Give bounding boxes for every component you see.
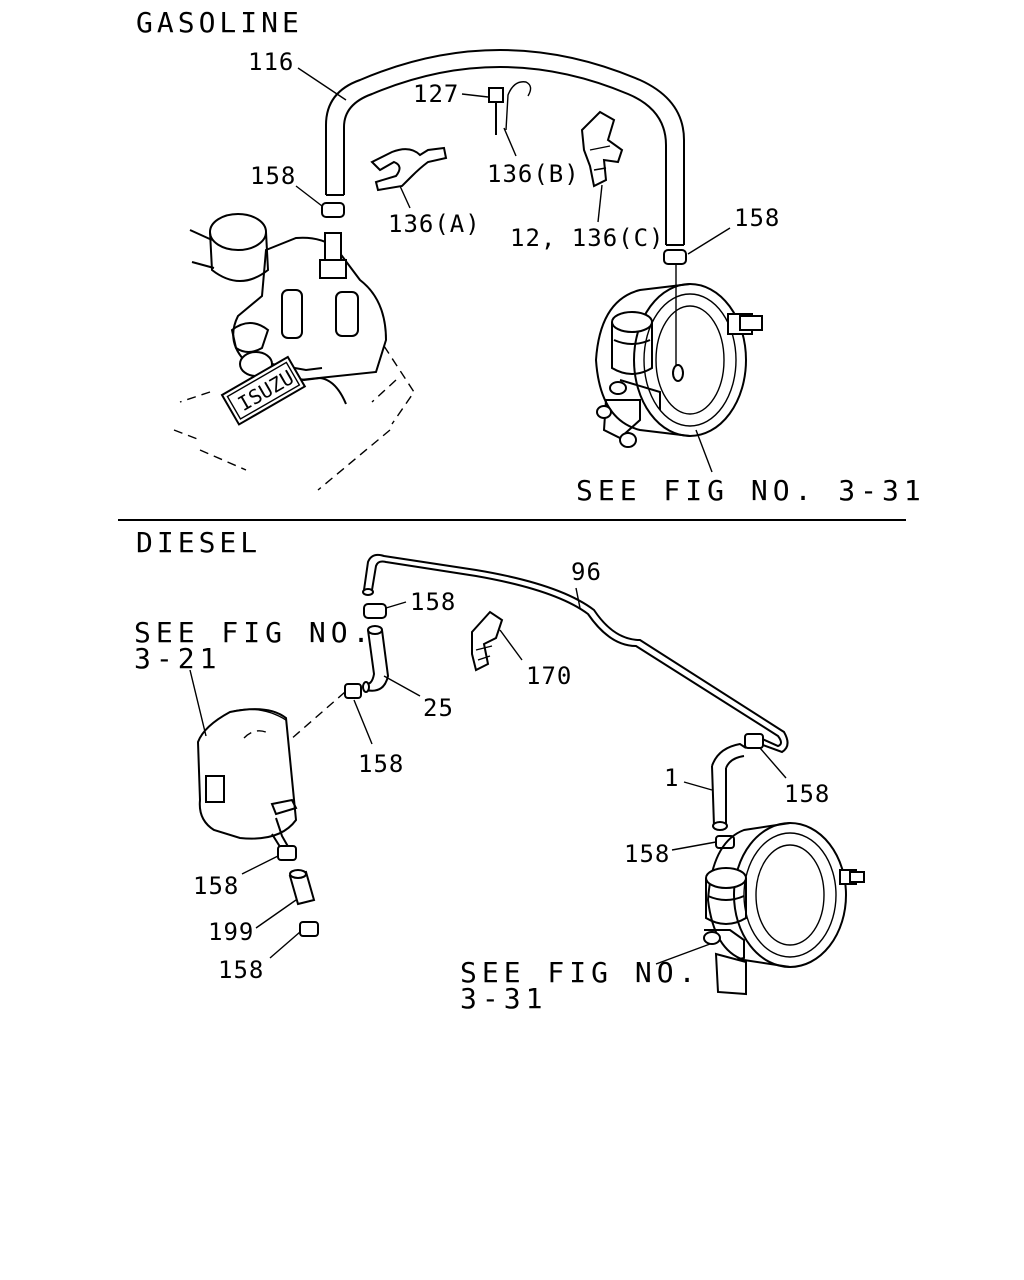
label-158-right: 158 (734, 204, 780, 232)
label-96: 96 (571, 558, 602, 586)
see-fig-left-line2: 3-21 (134, 642, 221, 675)
leader-96 (575, 587, 581, 609)
see-fig-left-line1: SEE FIG NO. (134, 616, 374, 649)
leader-see-fig-3-31-diesel (655, 943, 711, 965)
hose-116 (325, 49, 685, 246)
leader-158-lower1 (241, 855, 279, 875)
label-158-lower1: 158 (193, 872, 239, 900)
section-title-diesel: DIESEL (136, 526, 261, 559)
clip-136c (580, 110, 624, 188)
clamp-158-lower2 (299, 921, 319, 937)
leader-see-fig-3-21 (189, 669, 207, 737)
hose-199 (288, 869, 316, 906)
clip-170 (471, 610, 504, 672)
leader-158-left (295, 185, 323, 207)
clamp-158-left (321, 202, 345, 218)
label-136b: 136(B) (487, 160, 580, 188)
label-158-lower2: 158 (218, 956, 264, 984)
label-158-left: 158 (250, 162, 296, 190)
leader-158-right (687, 227, 731, 255)
label-12-136c: 12, 136(C) (510, 224, 665, 252)
clamp-158-diesel-right (744, 733, 764, 749)
see-fig-right-line1: SEE FIG NO. (460, 956, 700, 989)
leader-158-lower2 (269, 931, 301, 959)
engine-manifold (173, 213, 415, 491)
see-fig-right-line2: 3-31 (460, 982, 547, 1015)
clamp-158-top (363, 603, 387, 619)
label-199: 199 (208, 918, 254, 946)
label-116: 116 (248, 48, 294, 76)
see-fig-gasoline: SEE FIG NO. 3-31 (576, 474, 926, 507)
label-158-top: 158 (410, 588, 456, 616)
leader-1 (683, 781, 713, 791)
leader-199 (255, 899, 297, 929)
hose-25 (362, 625, 390, 693)
bolt-127 (488, 81, 532, 135)
hose-1 (711, 742, 747, 831)
label-127: 127 (413, 80, 459, 108)
leader-158-diesel-right (759, 747, 787, 779)
brake-booster-gasoline (594, 265, 763, 448)
leader-136b (503, 127, 517, 157)
leader-136c (597, 184, 603, 223)
pipe-96 (362, 553, 789, 754)
vacuum-reservoir (196, 708, 298, 851)
label-158-diesel-right: 158 (784, 780, 830, 808)
section-title-gasoline: GASOLINE (136, 6, 303, 39)
leader-116 (297, 67, 347, 101)
leader-158-mid (353, 699, 373, 745)
label-158-mid: 158 (358, 750, 404, 778)
brake-booster-diesel (703, 822, 865, 996)
leader-158-top (385, 601, 407, 609)
leader-170 (499, 629, 523, 661)
label-136a: 136(A) (388, 210, 481, 238)
leader-136a (399, 185, 411, 209)
clip-136a (370, 146, 448, 192)
label-1: 1 (664, 764, 679, 792)
leader-158-booster (671, 841, 717, 851)
leader-see-fig-gas (695, 429, 713, 473)
clamp-158-mid (344, 683, 362, 699)
clamp-158-right (663, 249, 687, 265)
leader-127 (461, 93, 489, 98)
label-170: 170 (526, 662, 572, 690)
isuzu-logo-plate: ISUZU (220, 355, 307, 426)
label-25: 25 (423, 694, 454, 722)
connection-line-diesel (289, 691, 346, 741)
clamp-158-lower1 (277, 845, 297, 861)
label-158-booster: 158 (624, 840, 670, 868)
leader-25 (383, 675, 421, 697)
